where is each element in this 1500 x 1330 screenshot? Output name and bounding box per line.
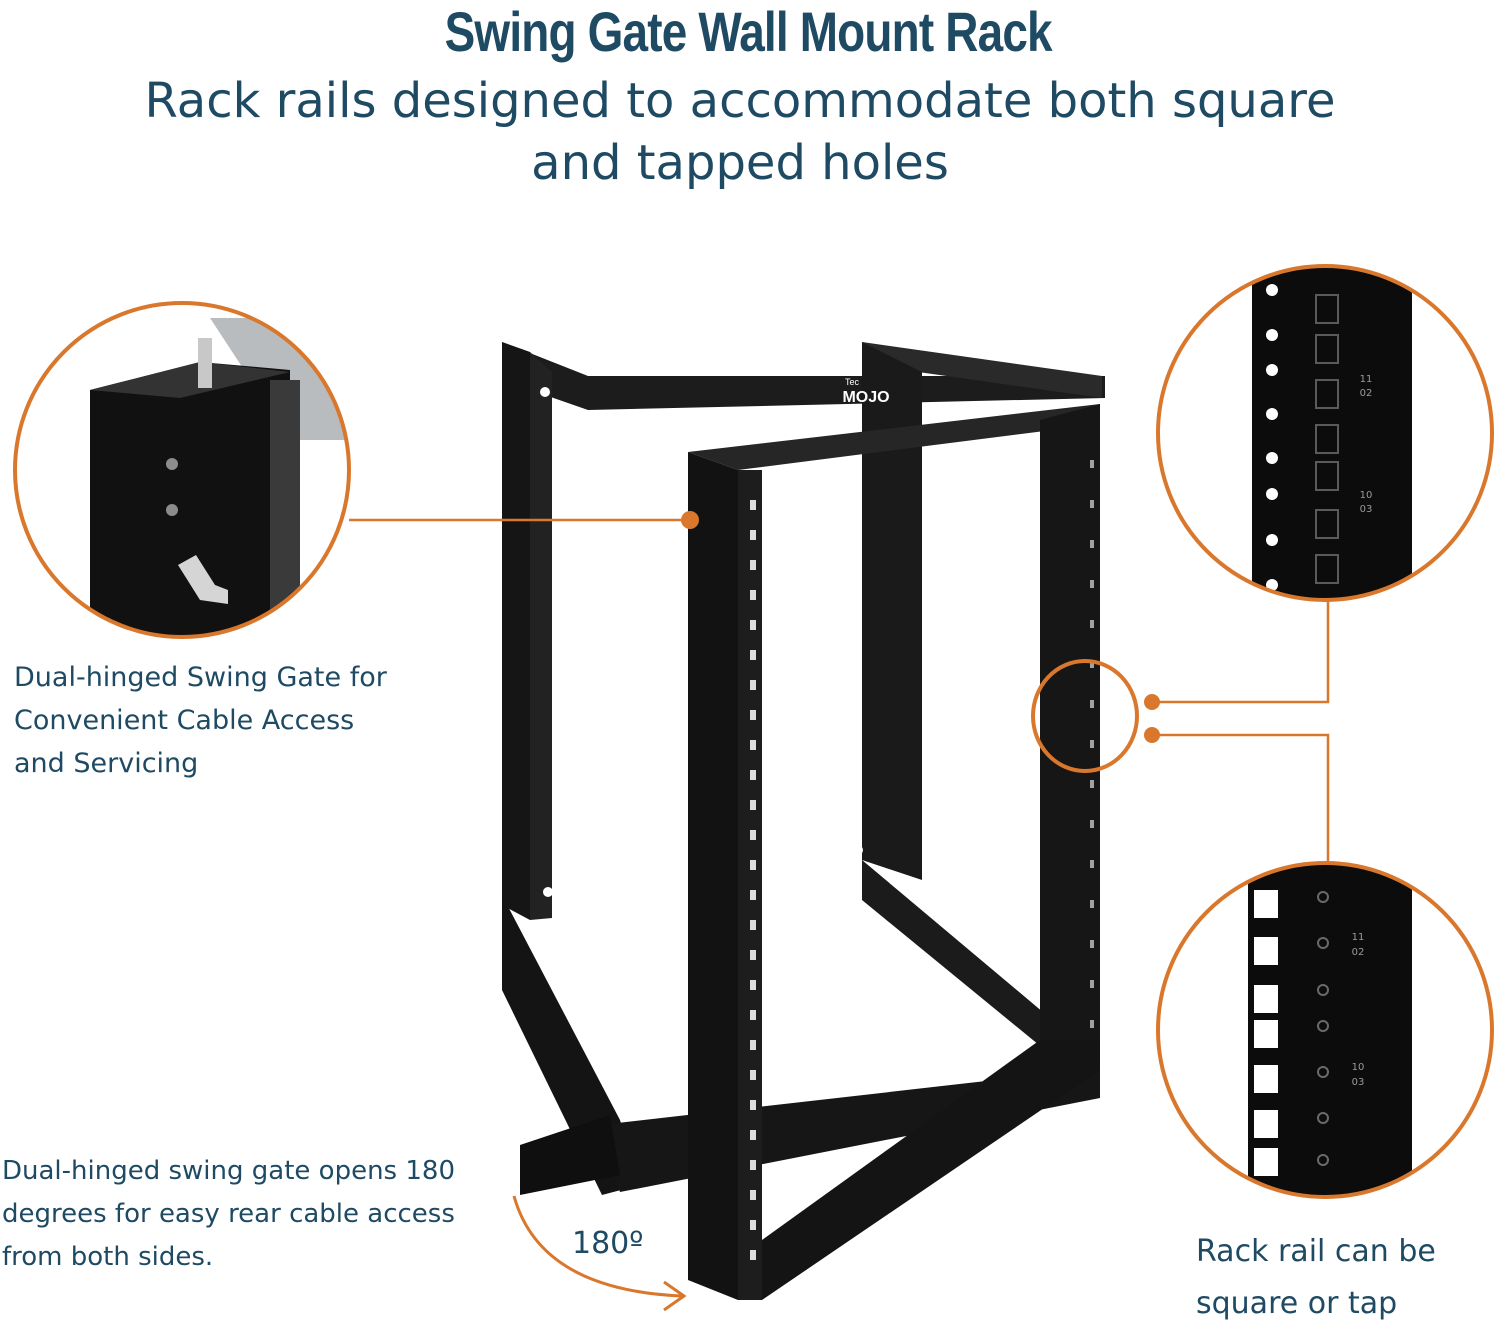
logo-main: MOJO <box>842 389 889 406</box>
swing-caption-line-3: from both sides. <box>2 1242 214 1272</box>
swing-caption: Dual-hinged swing gate opens 180 degrees… <box>2 1150 502 1279</box>
page-title: Swing Gate Wall Mount Rack <box>444 0 1053 63</box>
hinge-caption-line-2: Convenient Cable Access <box>14 705 355 736</box>
tapped-hole-rail-detail: 11 02 10 03 <box>1156 861 1494 1199</box>
svg-text:02: 02 <box>1360 388 1373 399</box>
svg-text:10: 10 <box>1352 1062 1365 1073</box>
swing-arrow <box>512 1195 687 1312</box>
svg-text:11: 11 <box>1360 374 1373 385</box>
rail-caption: Rack rail can be square or tap <box>1196 1226 1496 1330</box>
svg-text:11: 11 <box>1352 932 1365 943</box>
svg-text:02: 02 <box>1352 947 1365 958</box>
hinge-marker-dot <box>681 511 699 529</box>
rail-caption-line-1: Rack rail can be <box>1196 1234 1436 1269</box>
square-hole-rail-detail: 11 02 10 03 <box>1156 264 1494 602</box>
rail-marker-dot-lower <box>1144 727 1160 743</box>
callout-lines <box>349 518 1330 863</box>
hinge-caption-line-1: Dual-hinged Swing Gate for <box>14 662 387 693</box>
page-subtitle: Rack rails designed to accommodate both … <box>0 70 1480 194</box>
rack-frame <box>502 342 1105 1300</box>
swing-angle-label: 180º <box>572 1226 644 1261</box>
rail-caption-line-2: square or tap <box>1196 1286 1398 1321</box>
hinge-caption-line-3: and Servicing <box>14 748 199 779</box>
svg-text:03: 03 <box>1360 504 1373 515</box>
logo-top: Tec <box>845 377 860 387</box>
svg-text:10: 10 <box>1360 490 1373 501</box>
swing-caption-line-2: degrees for easy rear cable access <box>2 1199 455 1229</box>
hinge-caption: Dual-hinged Swing Gate for Convenient Ca… <box>14 656 434 785</box>
hinge-detail <box>13 301 351 639</box>
rail-marker-dot-upper <box>1144 694 1160 710</box>
subtitle-line-2: and tapped holes <box>531 135 949 191</box>
swing-caption-line-1: Dual-hinged swing gate opens 180 <box>2 1156 455 1186</box>
svg-text:03: 03 <box>1352 1077 1365 1088</box>
subtitle-line-1: Rack rails designed to accommodate both … <box>144 73 1336 129</box>
